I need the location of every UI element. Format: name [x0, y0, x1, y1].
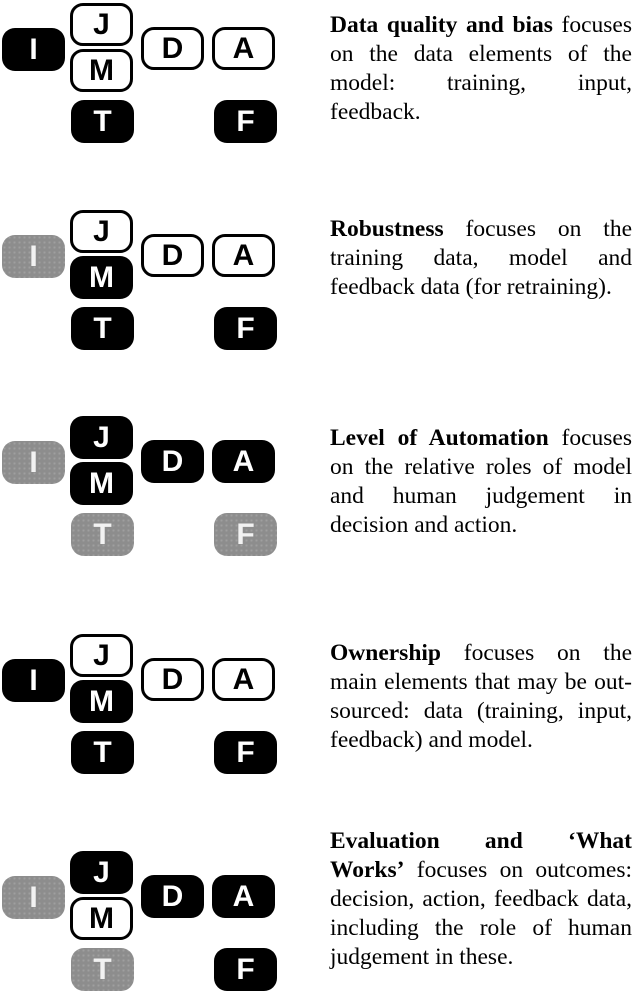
tile-f: F: [214, 948, 277, 991]
row-body: focuses on the relative roles of model a…: [330, 425, 632, 538]
tile-letter: D: [161, 879, 184, 913]
row-title: Evaluation and ‘What Works’: [330, 828, 632, 883]
tile-letter: F: [236, 735, 255, 769]
tile-i: I: [2, 659, 65, 702]
tile-j: J: [70, 416, 133, 459]
tile-t: T: [71, 100, 134, 143]
tile-letter: F: [236, 517, 255, 551]
tile-i: I: [2, 235, 65, 278]
tile-letter: A: [232, 879, 255, 913]
tile-t: T: [71, 307, 134, 350]
tile-letter: F: [236, 104, 255, 138]
tile-letter: T: [93, 952, 112, 986]
row-body: focuses on the main elements that may be…: [330, 640, 632, 753]
tile-d: D: [141, 234, 204, 277]
tile-a: A: [212, 440, 275, 483]
tile-letter: J: [93, 638, 110, 672]
tile-letter: I: [29, 32, 38, 66]
row-title: Robustness: [330, 216, 444, 242]
pipeline-diagram: I J M T D A F: [0, 634, 322, 775]
tile-letter: D: [161, 662, 184, 696]
tile-letter: I: [29, 445, 38, 479]
tile-t: T: [71, 513, 134, 556]
row-title: Data quality and bias: [330, 12, 553, 38]
tile-letter: M: [89, 53, 114, 87]
tile-letter: M: [89, 684, 114, 718]
tile-letter: I: [29, 663, 38, 697]
tile-letter: J: [93, 855, 110, 889]
tile-a: A: [212, 658, 275, 701]
row-title: Ownership: [330, 640, 441, 666]
tile-j: J: [70, 851, 133, 894]
tile-letter: D: [161, 444, 184, 478]
row-title: Level of Automation: [330, 425, 549, 451]
tile-t: T: [71, 948, 134, 991]
row-description: Evaluation and ‘What Works’ focuses on o…: [330, 827, 632, 972]
tile-letter: D: [161, 238, 184, 272]
tile-letter: T: [93, 311, 112, 345]
tile-m: M: [70, 462, 133, 505]
tile-f: F: [214, 100, 277, 143]
tile-letter: J: [93, 7, 110, 41]
tile-f: F: [214, 513, 277, 556]
pipeline-diagram: I J M T D A F: [0, 210, 322, 351]
row-body: focuses on the training data, model and …: [330, 216, 632, 300]
row-description: Ownership focuses on the main elements t…: [330, 639, 632, 755]
tile-letter: M: [89, 901, 114, 935]
tile-i: I: [2, 441, 65, 484]
row-description: Level of Automation focuses on the relat…: [330, 424, 632, 540]
tile-f: F: [214, 731, 277, 774]
tile-letter: A: [232, 31, 255, 65]
tile-j: J: [70, 210, 133, 253]
tile-letter: F: [236, 952, 255, 986]
row-body: focuses on the data elements of the mode…: [330, 12, 632, 125]
tile-letter: J: [93, 214, 110, 248]
tile-letter: M: [89, 466, 114, 500]
tile-letter: J: [93, 420, 110, 454]
tile-d: D: [141, 27, 204, 70]
tile-a: A: [212, 27, 275, 70]
tile-a: A: [212, 875, 275, 918]
tile-f: F: [214, 307, 277, 350]
tile-letter: A: [232, 444, 255, 478]
tile-j: J: [70, 3, 133, 46]
pipeline-diagram: I J M T D A F: [0, 3, 322, 144]
tile-d: D: [141, 440, 204, 483]
tile-m: M: [70, 49, 133, 92]
row-description: Data quality and bias focuses on the dat…: [330, 11, 632, 127]
tile-letter: I: [29, 239, 38, 273]
tile-letter: T: [93, 735, 112, 769]
tile-letter: A: [232, 662, 255, 696]
tile-letter: A: [232, 238, 255, 272]
tile-letter: D: [161, 31, 184, 65]
tile-t: T: [71, 731, 134, 774]
tile-m: M: [70, 897, 133, 940]
tile-letter: T: [93, 104, 112, 138]
tile-d: D: [141, 658, 204, 701]
pipeline-diagram: I J M T D A F: [0, 416, 322, 557]
tile-m: M: [70, 680, 133, 723]
tile-a: A: [212, 234, 275, 277]
row-body: focuses on outcomes: decision, action, f…: [330, 857, 632, 970]
tile-letter: M: [89, 260, 114, 294]
tile-i: I: [2, 876, 65, 919]
tile-letter: F: [236, 311, 255, 345]
tile-d: D: [141, 875, 204, 918]
tile-letter: T: [93, 517, 112, 551]
row-description: Robustness focuses on the training data,…: [330, 215, 632, 302]
tile-j: J: [70, 634, 133, 677]
tile-letter: I: [29, 880, 38, 914]
tile-m: M: [70, 256, 133, 299]
pipeline-diagram: I J M T D A F: [0, 851, 322, 992]
tile-i: I: [2, 28, 65, 71]
